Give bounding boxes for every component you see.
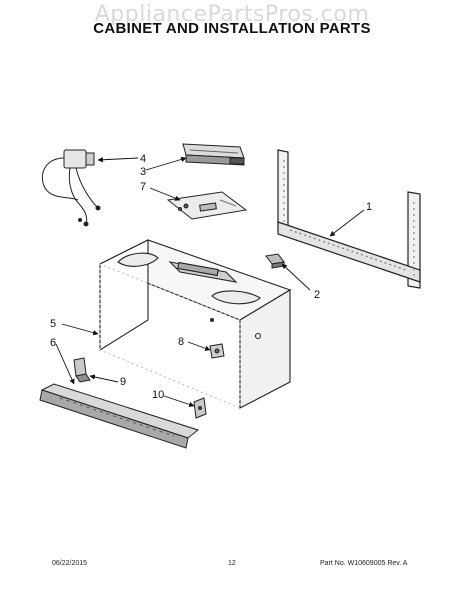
small-bracket-part-10 [193,397,207,419]
cabinet-part [98,239,292,409]
footer-date: 06/22/2015 [52,560,88,567]
callout-9: 9 [120,376,126,388]
damper-plate-part [166,191,248,220]
clip-part [209,343,225,359]
callout-1: 1 [366,201,372,213]
footer-page-number: 12 [228,560,236,567]
callout-5: 5 [50,318,56,330]
mounting-plate-part [277,149,421,289]
callout-4: 4 [140,153,146,165]
callout-8: 8 [178,336,184,348]
callout-6: 6 [50,337,56,349]
page-title: CABINET AND INSTALLATION PARTS [93,20,371,37]
footer-part-number: Part No. W10609005 Rev. A [320,560,408,567]
callout-10: 10 [152,389,164,401]
callout-7: 7 [140,181,146,193]
power-cord-part [41,149,101,227]
vent-grille-part [182,143,245,166]
bracket-part [265,253,285,269]
callout-leaders [55,156,365,408]
callout-2: 2 [314,289,320,301]
callout-3: 3 [140,166,146,178]
bottom-trim-part [39,383,200,449]
small-bracket-part-9 [73,357,91,383]
watermark: AppliancePartsPros.com [94,2,370,27]
